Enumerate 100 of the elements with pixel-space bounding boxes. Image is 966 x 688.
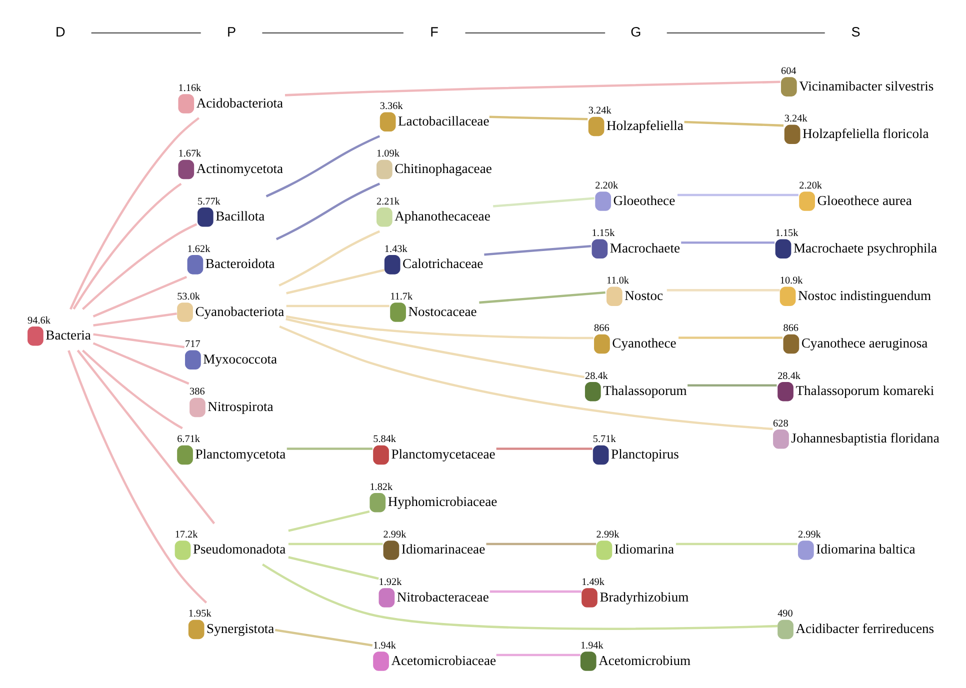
- connector: [266, 135, 380, 198]
- connector: [93, 333, 185, 348]
- node-label: 628: [773, 418, 788, 430]
- connector: [92, 342, 190, 385]
- node-box: [778, 382, 794, 402]
- node-label: 1.15k: [592, 228, 615, 240]
- node-label: Planctomycetaceae: [391, 446, 496, 462]
- node-label: 1.15k: [775, 228, 798, 240]
- node-label: 717: [185, 339, 200, 350]
- node-label: Bradyrhizobium: [600, 589, 689, 604]
- node-label: Cyanothece aeruginosa: [801, 336, 928, 351]
- node-box: [606, 286, 622, 306]
- connector: [666, 289, 780, 292]
- node-label: 1.16k: [178, 83, 202, 94]
- node-box: [373, 445, 389, 465]
- node-box: [780, 77, 797, 96]
- node-label: 2.20k: [595, 180, 618, 192]
- node-label: 490: [778, 608, 793, 620]
- node-label: 3.24k: [784, 114, 808, 125]
- label: S: [851, 24, 860, 40]
- connector: [676, 542, 798, 546]
- node-box: [596, 540, 612, 560]
- node-box: [582, 588, 598, 608]
- node-label: Calotrichaceae: [402, 256, 484, 272]
- node-box: [178, 160, 194, 180]
- node-label: 11.7k: [390, 291, 413, 302]
- node-label: Nitrospirota: [208, 398, 274, 414]
- node-box: [584, 382, 601, 402]
- node-label: Macrochaete psychrophila: [793, 240, 938, 256]
- node-box: [390, 302, 406, 322]
- node-box: [783, 334, 800, 354]
- connector: [496, 654, 580, 656]
- node-label: Planctomycetota: [195, 446, 286, 462]
- connector: [288, 510, 370, 532]
- connector: [496, 448, 592, 450]
- node-label: Chitinophagaceae: [394, 161, 492, 176]
- connector: [479, 291, 606, 304]
- connector: [678, 194, 798, 196]
- node-box: [376, 207, 392, 227]
- node-box: [799, 192, 815, 211]
- node-label: 1.95k: [188, 608, 212, 620]
- node-label: 28.4k: [778, 370, 801, 382]
- node-label: Bacteria: [46, 328, 91, 343]
- node-label: 94.6k: [28, 315, 50, 326]
- node-label: Aphanothecaceae: [394, 208, 490, 224]
- node-label: Synergistota: [206, 621, 274, 636]
- label: D: [55, 24, 66, 40]
- node-label: Gloeothece: [613, 192, 676, 208]
- node-box: [177, 445, 193, 465]
- node-label: Holzapfeliella: [606, 118, 684, 133]
- node-box: [384, 255, 400, 274]
- connector: [284, 80, 780, 96]
- node-label: 2.99k: [798, 529, 821, 540]
- node-box: [594, 334, 610, 354]
- node-label: 2.21k: [376, 196, 400, 208]
- node-label: 5.71k: [592, 434, 616, 446]
- node-label: Acidibacter ferrireducens: [796, 621, 934, 636]
- node-label: 1.49k: [582, 576, 604, 588]
- connector: [489, 116, 588, 120]
- connector: [490, 590, 582, 593]
- node-label: Pseudomonadota: [192, 542, 286, 557]
- node-label: Idiomarina baltica: [816, 542, 916, 557]
- node-box: [190, 398, 206, 418]
- node-label: Idiomarina: [614, 542, 674, 557]
- connector: [92, 276, 188, 318]
- node-label: 1.43k: [384, 244, 408, 255]
- connector: [68, 350, 208, 604]
- node-label: Nostoc indistinguendum: [798, 288, 932, 303]
- node-label: 10.9k: [780, 276, 803, 287]
- node-label: Macrochaete: [610, 240, 680, 256]
- node-label: Cyanothece: [612, 336, 676, 351]
- node-label: 1.62k: [187, 244, 210, 255]
- node-label: 386: [190, 386, 205, 398]
- node-box: [28, 326, 44, 346]
- node-box: [380, 112, 396, 132]
- node-box: [177, 302, 193, 322]
- node-box: [592, 239, 608, 258]
- node-label: 11.0k: [606, 276, 630, 287]
- connector: [288, 542, 383, 546]
- node-label: 5.84k: [373, 434, 396, 446]
- node-box: [185, 350, 201, 370]
- node-label: 1.94k: [580, 640, 604, 652]
- node-label: 1.09k: [376, 148, 400, 160]
- node-box: [197, 207, 214, 227]
- node-label: 28.4k: [584, 370, 608, 382]
- connector: [72, 182, 182, 310]
- connector: [486, 542, 596, 546]
- connector: [286, 268, 385, 294]
- connector: [286, 318, 585, 378]
- node-box: [178, 94, 194, 114]
- node-label: Bacillota: [216, 208, 265, 224]
- node-label: Vicinamibacter silvestris: [799, 78, 934, 94]
- connector: [484, 244, 592, 256]
- node-label: 53.0k: [177, 291, 200, 302]
- node-label: 866: [594, 323, 610, 334]
- node-label: Johannesbaptistia floridana: [791, 430, 940, 446]
- node-label: Acidobacteriota: [196, 95, 284, 110]
- node-label: 3.24k: [588, 106, 612, 117]
- connector: [82, 223, 198, 310]
- node-box: [775, 239, 792, 258]
